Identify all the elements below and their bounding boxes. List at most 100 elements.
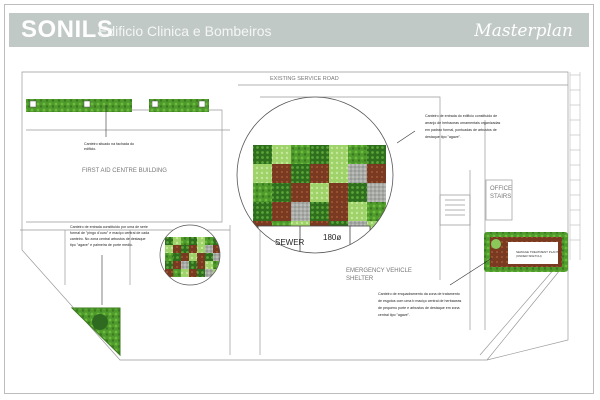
planting-cell [173, 245, 181, 253]
entrance-planter-detail [237, 97, 393, 253]
planting-cell [272, 202, 291, 221]
planting-cell [348, 164, 367, 183]
planting-cell [205, 253, 213, 261]
planting-cell [197, 253, 205, 261]
svg-text:formal de "pingo d'ouro" e mac: formal de "pingo d'ouro" e maciço centra… [70, 231, 149, 235]
planting-cell [310, 183, 329, 202]
svg-text:Canteiro de enquadramento da z: Canteiro de enquadramento da zona de tra… [378, 292, 460, 296]
note-top-right: Canteiro de entrada do edificio constitu… [425, 114, 501, 139]
planting-cell [272, 183, 291, 202]
office-stairs-label-2: STAIRS [490, 194, 511, 200]
pipe-diameter-label: 180ø [323, 233, 341, 242]
svg-text:Canteiro situado na fachada do: Canteiro situado na fachada do [84, 142, 134, 146]
planting-cell [348, 145, 367, 164]
planting-cell [205, 245, 213, 253]
planting-cell [173, 269, 181, 277]
planting-cell [165, 261, 173, 269]
project-subtitle: Edificio Clinica e Bombeiros [98, 23, 272, 39]
shelter-label-1: EMERGENCY VEHICLE [346, 268, 412, 274]
planting-cell [197, 237, 205, 245]
road-label: EXISTING SERVICE ROAD [270, 76, 339, 82]
planting-cell [213, 261, 220, 269]
planting-cell [272, 145, 291, 164]
planting-cell [329, 164, 348, 183]
planting-cell [253, 145, 272, 164]
planting-cell [367, 202, 386, 221]
svg-text:arranjo de herbaceas ornamenta: arranjo de herbaceas ornamentais organiz… [425, 121, 501, 125]
planting-cell [173, 261, 181, 269]
planting-cell [189, 237, 197, 245]
svg-text:canteiro. No zona central arbu: canteiro. No zona central arbustos de de… [70, 237, 146, 241]
planting-cell [329, 183, 348, 202]
planting-cell [205, 269, 213, 277]
svg-text:Canteiro de entrada do edifici: Canteiro de entrada do edificio constitu… [425, 114, 497, 118]
planting-cell [213, 253, 220, 261]
planting-cell [165, 245, 173, 253]
note-top-left: Canteiro situado na fachada do edificio. [84, 142, 134, 151]
svg-text:destaque tipo "agave".: destaque tipo "agave". [425, 135, 461, 139]
planting-cell [213, 237, 220, 245]
svg-text:de esgotos com uma b maciço ce: de esgotos com uma b maciço central de h… [378, 299, 462, 303]
planting-cell [367, 164, 386, 183]
planting-cell [189, 261, 197, 269]
planting-cell [348, 202, 367, 221]
facade-planter-left [26, 99, 132, 112]
site-outline [20, 71, 569, 361]
planting-cell [291, 145, 310, 164]
planting-cell [181, 269, 189, 277]
planting-cell [310, 145, 329, 164]
planting-cell [165, 237, 173, 245]
planting-cell [253, 183, 272, 202]
planting-cell [181, 261, 189, 269]
planting-cell [173, 237, 181, 245]
planter-grid [253, 145, 386, 240]
planting-cell [173, 253, 181, 261]
planting-cell [181, 245, 189, 253]
planting-cell [253, 164, 272, 183]
planting-cell [197, 269, 205, 277]
planting-cell [272, 164, 291, 183]
planting-cell [205, 261, 213, 269]
planting-cell [310, 202, 329, 221]
svg-text:Canteiro de entrada constituid: Canteiro de entrada constituido por uma … [70, 225, 148, 229]
planting-cell [213, 245, 220, 253]
planting-cell [253, 202, 272, 221]
small-callout-circle [159, 224, 221, 286]
entrance-planter-small [160, 225, 220, 285]
planting-cell [181, 237, 189, 245]
svg-text:central tipo "agave".: central tipo "agave". [378, 313, 410, 317]
planting-cell [291, 202, 310, 221]
planting-cell [329, 145, 348, 164]
planting-cell [189, 269, 197, 277]
palm-icon [92, 314, 108, 330]
building-label: FIRST AID CENTRE BUILDING [82, 168, 167, 174]
shelter-label-2: SHELTER [346, 276, 374, 282]
sheet-section-title: Masterplan [474, 21, 573, 41]
planting-cell [367, 145, 386, 164]
sewage-plant-label-1: SEWAGE TREATMENT PLANT [516, 250, 559, 254]
stair-hatch [569, 72, 581, 260]
planting-cell [291, 164, 310, 183]
planting-cell [329, 202, 348, 221]
note-left: Canteiro de entrada constituido por uma … [70, 225, 149, 247]
facade-planter-right [149, 99, 209, 112]
triangle-planter [70, 307, 121, 357]
svg-text:de pequeno porte e arbustos de: de pequeno porte e arbustos de destaque … [378, 306, 460, 310]
note-right: Canteiro de enquadramento da zona de tra… [378, 292, 462, 317]
svg-text:tipo "agave" e palmeira de por: tipo "agave" e palmeira de porte medio. [70, 243, 133, 247]
sewer-label: SEWER [275, 238, 305, 247]
sewage-plant-label-2: (UNDER SKETCH) [516, 254, 542, 258]
sewage-planter [484, 232, 568, 272]
planting-cell [205, 237, 213, 245]
office-stairs-label-1: OFFICE [490, 186, 512, 192]
planting-cell [310, 164, 329, 183]
planting-cell [197, 245, 205, 253]
planting-cell [367, 183, 386, 202]
svg-text:em padrao formal, pontuadas de: em padrao formal, pontuadas de arbustos … [425, 128, 497, 132]
title-bar: SONILS Edificio Clinica e Bombeiros Mast… [9, 13, 589, 47]
svg-text:edificio.: edificio. [84, 147, 96, 151]
planting-cell [181, 253, 189, 261]
leader-lines [101, 105, 493, 305]
planting-cell [189, 253, 197, 261]
planting-cell [348, 183, 367, 202]
